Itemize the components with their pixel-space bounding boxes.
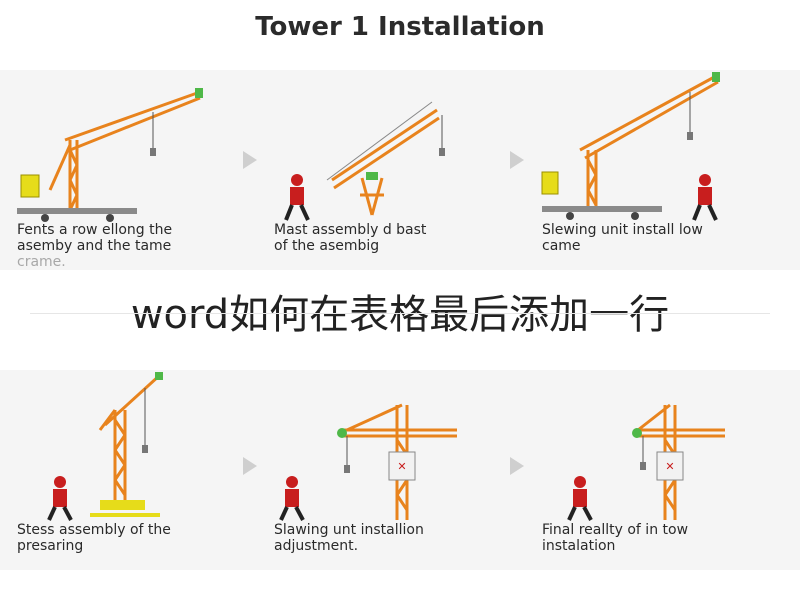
caption-line: Final reallty of in tow <box>542 522 689 538</box>
worker-icon <box>284 174 310 221</box>
crane-illustration-5: ✕ <box>279 403 457 521</box>
page-title: Tower 1 Installation <box>255 12 545 42</box>
warning-sign-icon <box>388 451 416 481</box>
crane-illustration-1 <box>17 88 203 222</box>
caption-line: crame. <box>17 254 66 270</box>
step-panel-6: ✕ Final reallty of in tow instalation <box>540 370 785 570</box>
svg-text:✕: ✕ <box>397 460 406 473</box>
worker-icon <box>567 476 593 521</box>
caption-line: adjustment. <box>274 538 359 554</box>
caption-line: asemby and the tame <box>17 238 172 254</box>
worker-icon <box>692 174 718 221</box>
svg-text:✕: ✕ <box>665 460 674 473</box>
worker-icon <box>279 476 305 521</box>
step-panel-4: Stess assembly of the presaring <box>15 370 260 570</box>
caption-line: Stess assembly of the <box>17 522 171 538</box>
caption-line: instalation <box>542 538 616 554</box>
watermark-text: word如何在表格最后添加一行 <box>130 292 670 338</box>
step-panel-1: Fents a row ellong the asemby and the ta… <box>15 70 260 270</box>
step-panel-5: ✕ Slawing unt installion adjustment. <box>272 370 517 570</box>
step-arrow-icon <box>510 457 524 475</box>
caption-line: Fents a row ellong the <box>17 222 173 238</box>
divider <box>30 313 770 314</box>
crane-illustration-2 <box>284 101 445 221</box>
warning-sign-icon <box>656 451 684 481</box>
worker-icon <box>47 476 73 521</box>
caption-line: Mast assembly d bast <box>274 222 427 238</box>
step-arrow-icon <box>510 151 524 169</box>
caption-line: Slewing unit install low <box>542 222 703 238</box>
step-arrow-icon <box>243 151 257 169</box>
caption-line: came <box>542 238 581 254</box>
caption-line: presaring <box>17 538 84 554</box>
crane-illustration-6: ✕ <box>567 403 725 521</box>
step-arrow-icon <box>243 457 257 475</box>
step-panel-3: Slewing unit install low came <box>540 70 785 270</box>
crane-illustration-3 <box>541 72 720 221</box>
crane-illustration-4 <box>47 372 163 521</box>
caption-line: Slawing unt installion <box>274 522 424 538</box>
caption-line: of the asembig <box>274 238 380 254</box>
step-panel-2: Mast assembly d bast of the asembig <box>272 70 517 270</box>
